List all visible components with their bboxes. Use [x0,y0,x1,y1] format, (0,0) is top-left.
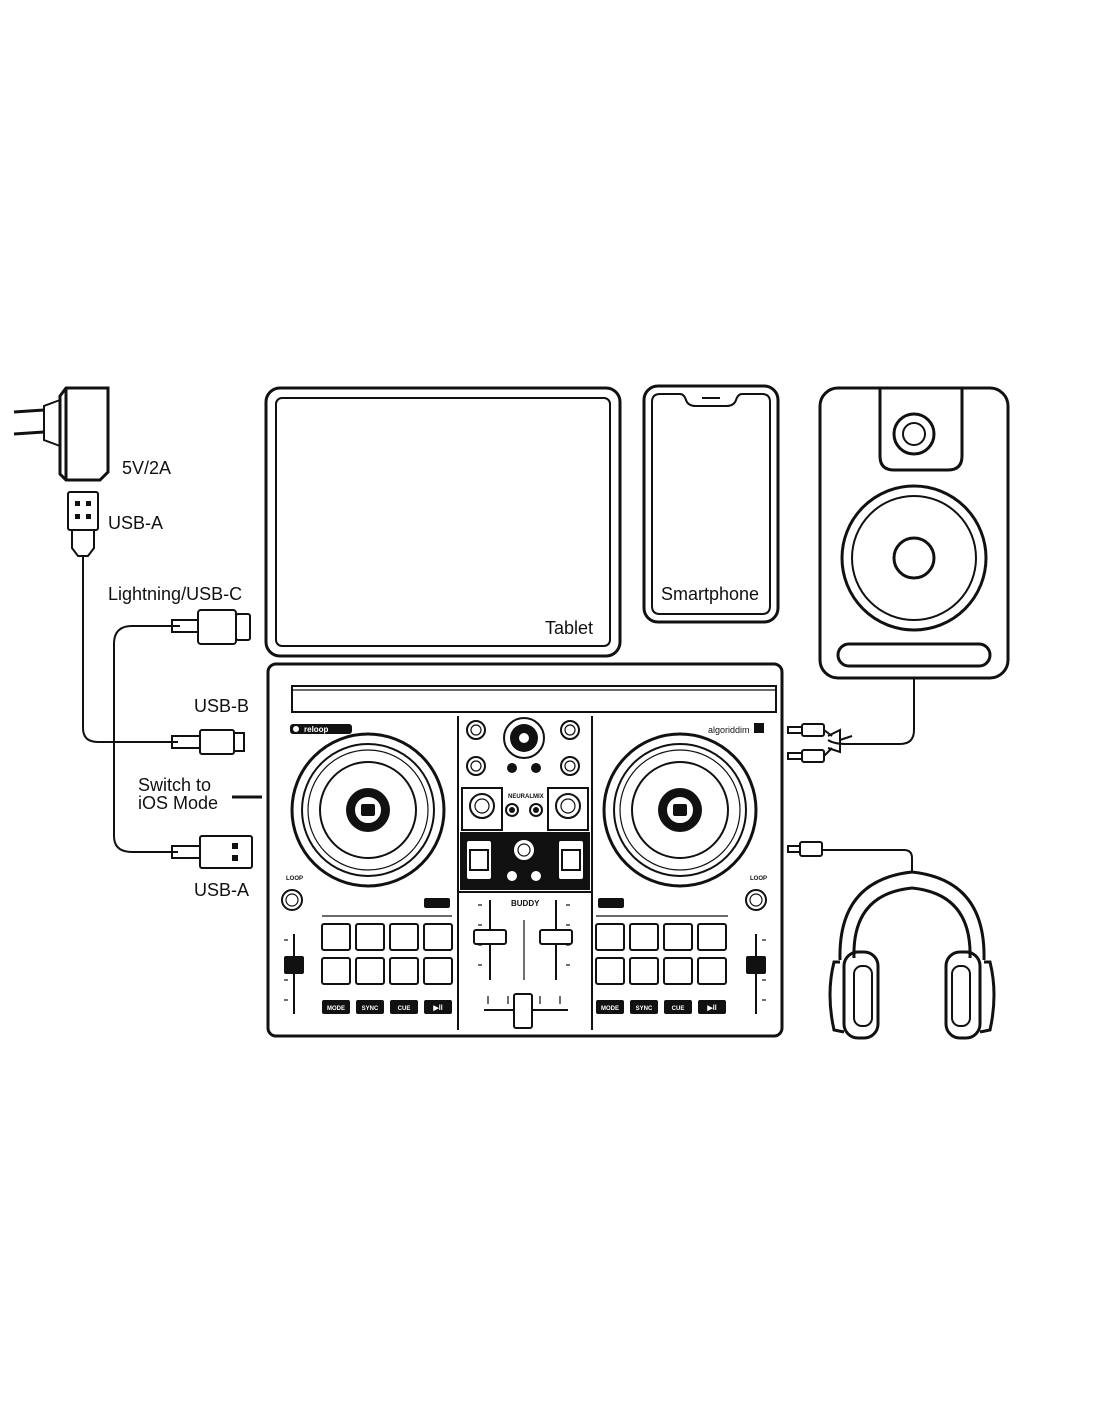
smartphone-label: Smartphone [661,584,760,604]
lightning-usb-c-label: Lightning/USB-C [108,584,243,604]
usb-a-top-label: USB-A [108,513,164,533]
mode-button-left: MODE [327,1006,345,1012]
mode-button-right: MODE [601,1006,619,1012]
ios-cable [113,625,180,853]
algoriddim-logo: algoriddim [708,725,750,735]
usb-b-plug [171,729,245,755]
speaker-cable [827,678,915,745]
sync-button-right: SYNC [636,1006,653,1012]
power-cable [82,556,178,743]
headphone-jack [787,841,823,857]
neuralmix-label: NEURALMIX [508,794,544,800]
rca-plugs [787,723,853,763]
dj-controller: reloop algoriddim NEURALMIX FX SECTION [266,662,784,1038]
usb-b-label: USB-B [194,696,250,716]
headphone-cable [822,849,913,872]
usb-a-bottom-label: USB-A [194,880,250,900]
smartphone-icon [642,384,780,624]
tablet-label: Tablet [545,618,594,638]
usb-a-top-plug [67,491,99,557]
buddy-label: BUDDY [511,899,540,908]
reloop-logo: reloop [304,725,329,734]
sync-button-left: SYNC [362,1006,379,1012]
cue-button-left: CUE [398,1006,411,1012]
switch-label-line1: Switch to [138,775,212,795]
loop-label-left: LOOP [286,876,303,882]
power-rating-label: 5V/2A [122,458,172,478]
lightning-plug [171,609,251,645]
loop-label-right: LOOP [750,876,767,882]
tablet-icon [264,386,622,658]
usb-a-bottom-plug [171,835,253,869]
power-adapter-icon [13,386,110,482]
cue-button-right: CUE [672,1006,685,1012]
fx-section-label: FX SECTION [511,828,541,834]
headphones-icon [828,870,996,1040]
play-button-left: ▶ll [432,1005,442,1012]
play-button-right: ▶ll [706,1005,716,1012]
switch-label-line2: iOS Mode [138,793,219,813]
speaker-icon [818,386,1010,680]
